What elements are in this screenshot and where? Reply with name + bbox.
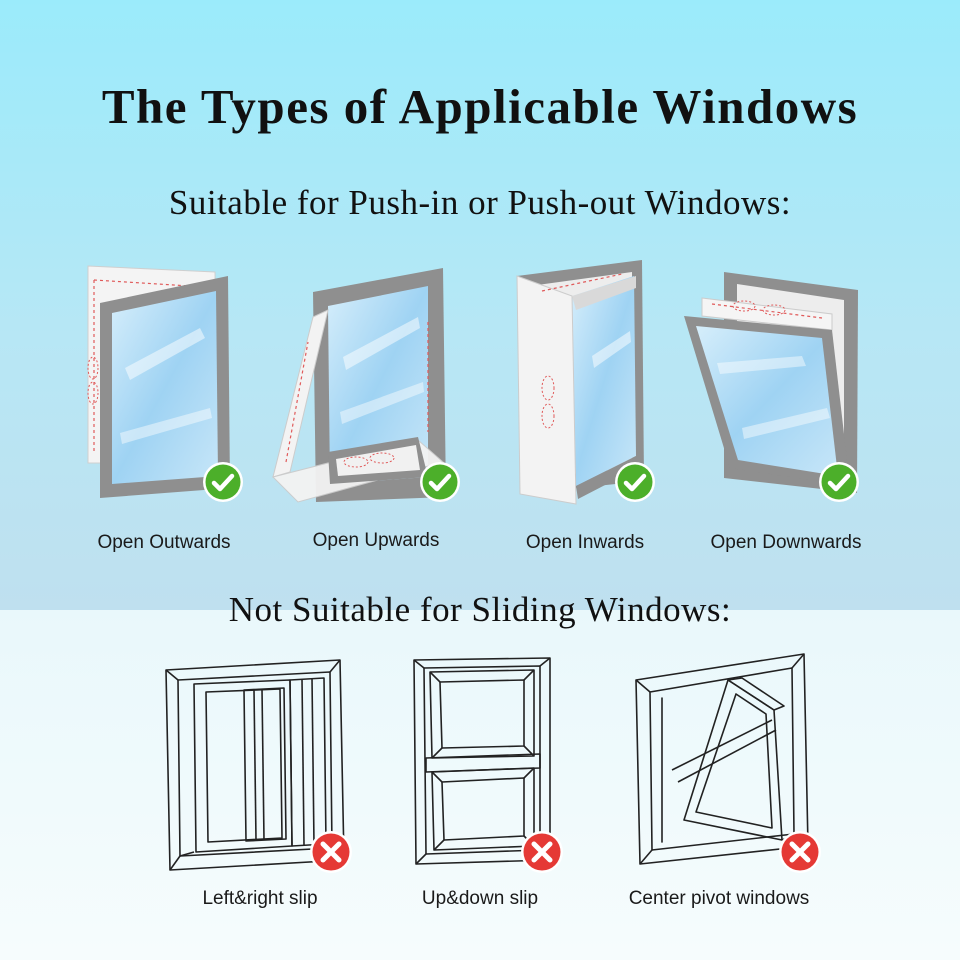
check-icon	[203, 462, 243, 502]
unsuitable-label-up-down-slip: Up&down slip	[421, 888, 539, 909]
unsuitable-label-center-pivot-windows: Center pivot windows	[628, 888, 810, 909]
cross-icon	[310, 831, 352, 873]
suitable-label-open-upwards: Open Upwards	[312, 530, 440, 551]
unsuitable-section-background	[0, 610, 960, 960]
open-downwards-window-illustration	[684, 272, 858, 493]
check-icon	[420, 462, 460, 502]
open-upwards-window-illustration	[272, 268, 446, 503]
check-icon	[615, 462, 655, 502]
suitable-label-open-outwards: Open Outwards	[97, 532, 231, 553]
open-outwards-window-illustration	[87, 265, 230, 498]
unsuitable-label-left-right-slip: Left&right slip	[202, 888, 318, 909]
open-inwards-window-illustration	[516, 260, 644, 505]
check-icon	[819, 462, 859, 502]
suitable-heading: Suitable for Push-in or Push-out Windows…	[168, 183, 792, 222]
page-title: The Types of Applicable Windows	[101, 79, 859, 134]
suitable-label-open-inwards: Open Inwards	[525, 532, 645, 553]
cross-icon	[521, 831, 563, 873]
not-suitable-heading: Not Suitable for Sliding Windows:	[228, 590, 732, 629]
suitable-label-open-downwards: Open Downwards	[710, 532, 862, 553]
cross-icon	[779, 831, 821, 873]
